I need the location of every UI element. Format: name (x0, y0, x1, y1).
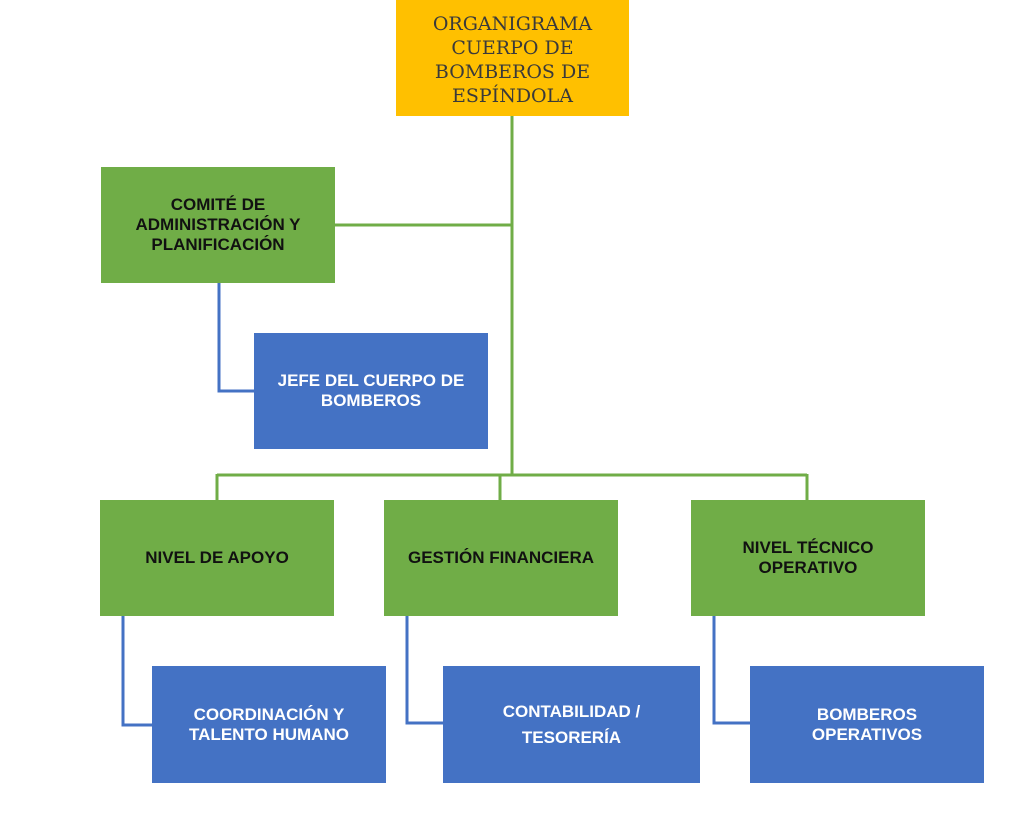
unit-node-coordinacion: COORDINACIÓN Y TALENTO HUMANO (152, 666, 386, 783)
connector-financiera-contabilidad (405, 616, 443, 725)
jefe-node: JEFE DEL CUERPO DE BOMBEROS (254, 333, 488, 449)
level-node-financiera-label: GESTIÓN FINANCIERA (407, 548, 595, 567)
root-node-label: ORGANIGRAMA CUERPO DE BOMBEROS DE ESPÍND… (432, 13, 593, 107)
committee-node: COMITÉ DE ADMINISTRACIÓN Y PLANIFICACIÓN (101, 167, 335, 283)
level-node-apoyo-label: NIVEL DE APOYO (145, 548, 289, 567)
level-node-financiera: GESTIÓN FINANCIERA (384, 500, 618, 616)
root-node: ORGANIGRAMA CUERPO DE BOMBEROS DE ESPÍND… (396, 0, 629, 116)
connector-committee-jefe (217, 283, 254, 393)
unit-node-bomberos-label: BOMBEROS OPERATIVOS (811, 704, 923, 744)
unit-node-bomberos: BOMBEROS OPERATIVOS (750, 666, 984, 783)
connector-apoyo-coordinacion (121, 616, 152, 727)
level-node-tecnico: NIVEL TÉCNICO OPERATIVO (691, 500, 925, 616)
level-node-tecnico-label: NIVEL TÉCNICO OPERATIVO (742, 538, 874, 577)
unit-node-coordinacion-label: COORDINACIÓN Y TALENTO HUMANO (189, 704, 349, 744)
unit-node-contabilidad: CONTABILIDAD / TESORERÍA (443, 666, 700, 783)
connector-tecnico-bomberos (712, 616, 750, 725)
committee-node-label: COMITÉ DE ADMINISTRACIÓN Y PLANIFICACIÓN (135, 195, 301, 254)
level-node-apoyo: NIVEL DE APOYO (100, 500, 334, 616)
unit-node-contabilidad-label: CONTABILIDAD / TESORERÍA (502, 701, 641, 747)
jefe-node-label: JEFE DEL CUERPO DE BOMBEROS (277, 371, 465, 410)
